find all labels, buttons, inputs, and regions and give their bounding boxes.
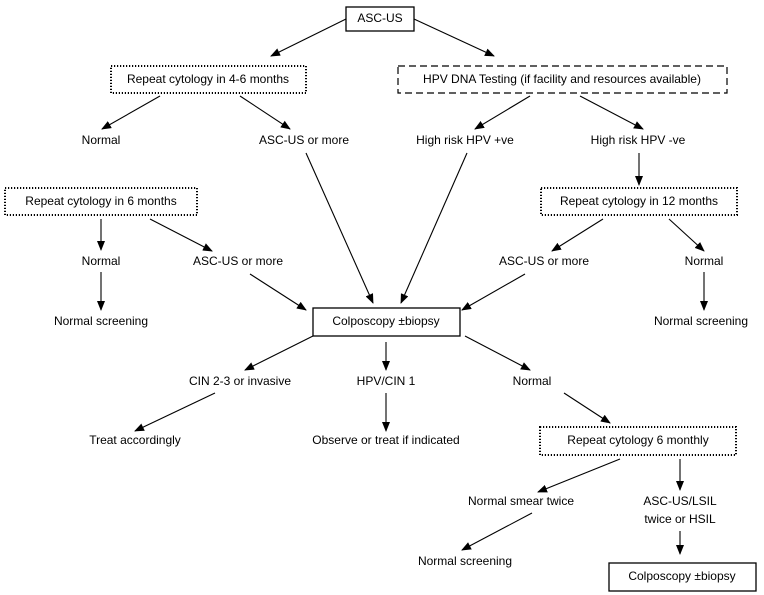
observe-label: Observe or treat if indicated: [312, 433, 459, 447]
ascus-more-3-label: ASC-US or more: [499, 254, 589, 268]
arrow-root-to-hpv: [413, 18, 495, 57]
repeat-6-monthly-box: [539, 426, 737, 456]
repeat-12-box: [540, 187, 738, 216]
arrow-hpv-to-negative: [579, 95, 644, 130]
repeat-6-monthly-label: Repeat cytology 6 monthly: [567, 433, 708, 447]
normal-screening-3-label: Normal screening: [418, 554, 512, 568]
arrow-hpv-to-positive: [474, 95, 531, 130]
repeat-6-box: [4, 187, 198, 216]
arrow-normal4-to-repeat6m: [563, 392, 611, 424]
treat-label: Treat accordingly: [89, 433, 181, 447]
colposcopy-final-box: [608, 562, 757, 592]
repeat-4-6-label: Repeat cytology in 4-6 months: [127, 72, 289, 86]
normal-4-label: Normal: [513, 374, 552, 388]
arrow-repeat-to-ascus: [239, 95, 291, 130]
normal-screening-2-label: Normal screening: [654, 314, 748, 328]
cin23-label: CIN 2-3 or invasive: [189, 374, 291, 388]
arrow-cin23-to-treat: [134, 392, 216, 432]
arrow-normalsmear-to-screening: [461, 512, 533, 551]
ascus-lsil-line1-label: ASC-US/LSIL: [643, 494, 717, 508]
repeat-6-label: Repeat cytology in 6 months: [25, 194, 176, 208]
ascus-more-1-label: ASC-US or more: [259, 133, 349, 147]
arrow-repeat6-to-ascus: [149, 218, 213, 252]
normal-2-label: Normal: [82, 254, 121, 268]
normal-screening-1-label: Normal screening: [54, 314, 148, 328]
normal-1-label: Normal: [82, 133, 121, 147]
arrow-positive-to-colposcopy: [400, 152, 468, 304]
arrow-repeat-to-normal: [101, 95, 161, 130]
arrow-colposcopy-to-cin23: [244, 335, 314, 371]
repeat-12-label: Repeat cytology in 12 months: [560, 194, 718, 208]
high-risk-negative-label: High risk HPV -ve: [591, 133, 686, 147]
high-risk-positive-label: High risk HPV +ve: [416, 133, 514, 147]
arrow-repeat12-to-normal: [668, 218, 705, 252]
hpv-cin1-label: HPV/CIN 1: [357, 374, 416, 388]
arrow-ascus3-to-colposcopy: [461, 273, 526, 311]
ascus-more-2-label: ASC-US or more: [193, 254, 283, 268]
arrow-repeat6m-to-normalsmear: [537, 458, 621, 493]
normal-smear-label: Normal smear twice: [468, 494, 574, 508]
arrow-ascus1-to-colposcopy: [305, 152, 374, 304]
root-label: ASC-US: [357, 11, 402, 25]
colposcopy-final-label: Colposcopy ±biopsy: [628, 569, 735, 583]
arrow-ascus2-to-colposcopy: [249, 273, 307, 311]
normal-3-label: Normal: [685, 254, 724, 268]
ascus-lsil-line2-label: twice or HSIL: [644, 512, 716, 526]
arrow-colposcopy-to-normal4: [464, 335, 531, 371]
hpv-testing-label: HPV DNA Testing (if facility and resourc…: [423, 72, 701, 86]
repeat-4-6-box: [110, 65, 307, 94]
colposcopy-main-box: [312, 307, 461, 337]
arrow-root-to-repeat: [270, 18, 347, 57]
colposcopy-main-label: Colposcopy ±biopsy: [332, 314, 439, 328]
arrow-repeat12-to-ascus: [551, 218, 604, 252]
hpv-testing-box: [397, 65, 728, 94]
